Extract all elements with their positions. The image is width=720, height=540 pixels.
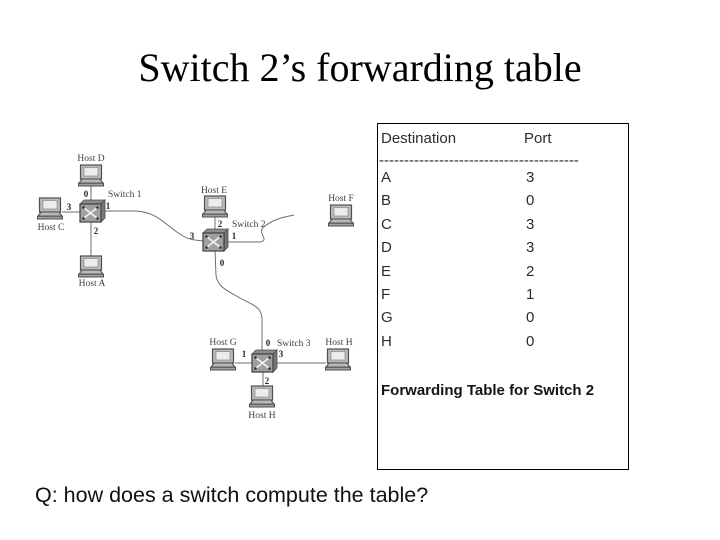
switch-3-icon [251, 349, 278, 373]
switch-3-port-left-label: 1 [242, 349, 247, 359]
host-d-icon [77, 164, 105, 187]
table-header-port: Port [524, 130, 552, 147]
switch-1-label: Switch 1 [108, 190, 142, 200]
host-a-label: Host A [79, 279, 106, 289]
table-row: A 3 [378, 169, 628, 192]
host-f-label: Host F [328, 194, 354, 204]
host-f-icon [327, 204, 355, 227]
switch-1-port-left-label: 3 [67, 202, 72, 212]
destination-cell: F [381, 285, 391, 303]
table-rows: A 3 B 0 C 3 D 3 E 2 F 1 [378, 169, 628, 356]
question-text: Q: how does a switch compute the table? [35, 483, 429, 507]
link-switch2-hostf [224, 214, 295, 243]
table-row: C 3 [378, 216, 628, 239]
table-row: D 3 [378, 239, 628, 262]
host-e-icon [201, 195, 229, 218]
switch-1-port-bottom-label: 2 [94, 226, 99, 236]
link-switch2-switch3 [214, 250, 263, 354]
host-h-right-icon [324, 348, 352, 371]
table-row: H 0 [378, 333, 628, 356]
table-caption: Forwarding Table for Switch 2 [381, 382, 595, 399]
host-c-label: Host C [38, 223, 65, 233]
host-h-bottom-label: Host H [248, 411, 275, 421]
destination-cell: B [381, 192, 392, 210]
port-cell: 3 [526, 239, 535, 257]
switch-1-port-top-label: 0 [84, 189, 89, 199]
port-cell: 0 [526, 309, 535, 327]
table-row: F 1 [378, 286, 628, 309]
host-e-label: Host E [201, 186, 227, 196]
destination-cell: E [381, 262, 392, 280]
host-h-right-label: Host H [325, 338, 352, 348]
destination-cell: D [381, 239, 392, 257]
table-row: E 2 [378, 263, 628, 286]
destination-cell: H [381, 332, 392, 350]
switch-1-icon [79, 199, 106, 223]
table-separator: ---------------------------------------- [379, 152, 579, 169]
port-cell: 0 [526, 192, 535, 210]
table-row: B 0 [378, 192, 628, 215]
table-row: G 0 [378, 309, 628, 332]
host-d-label: Host D [77, 154, 104, 164]
switch-2-port-right-label: 1 [232, 231, 237, 241]
port-cell: 1 [526, 285, 535, 303]
page-title: Switch 2’s forwarding table [138, 45, 582, 90]
host-h-bottom-icon [248, 385, 276, 408]
port-cell: 3 [526, 169, 535, 186]
switch-2-port-top-label: 2 [218, 219, 223, 229]
switch-2-label: Switch 2 [232, 220, 266, 230]
host-g-label: Host G [209, 338, 236, 348]
port-cell: 3 [526, 215, 535, 233]
port-cell: 0 [526, 332, 535, 350]
port-cell: 2 [526, 262, 535, 280]
switch-2-port-bottom-label: 0 [220, 258, 225, 268]
table-header-destination: Destination [381, 130, 457, 147]
link-switch1-switch2 [101, 210, 204, 242]
switch-2-port-left-label: 3 [190, 231, 195, 241]
switch-3-port-right-label: 3 [279, 349, 284, 359]
host-c-icon [36, 197, 64, 220]
host-a-icon [77, 255, 105, 278]
switch-3-port-bottom-label: 2 [265, 376, 270, 386]
switch-2-icon [202, 228, 229, 252]
switch-3-label: Switch 3 [277, 339, 311, 349]
forwarding-table-box: Destination Port -----------------------… [377, 123, 629, 470]
switch-3-port-top-label: 0 [266, 338, 271, 348]
destination-cell: A [381, 169, 392, 186]
destination-cell: G [381, 309, 393, 327]
switch-1-port-right-label: 1 [106, 201, 111, 211]
destination-cell: C [381, 215, 392, 233]
host-g-icon [209, 348, 237, 371]
